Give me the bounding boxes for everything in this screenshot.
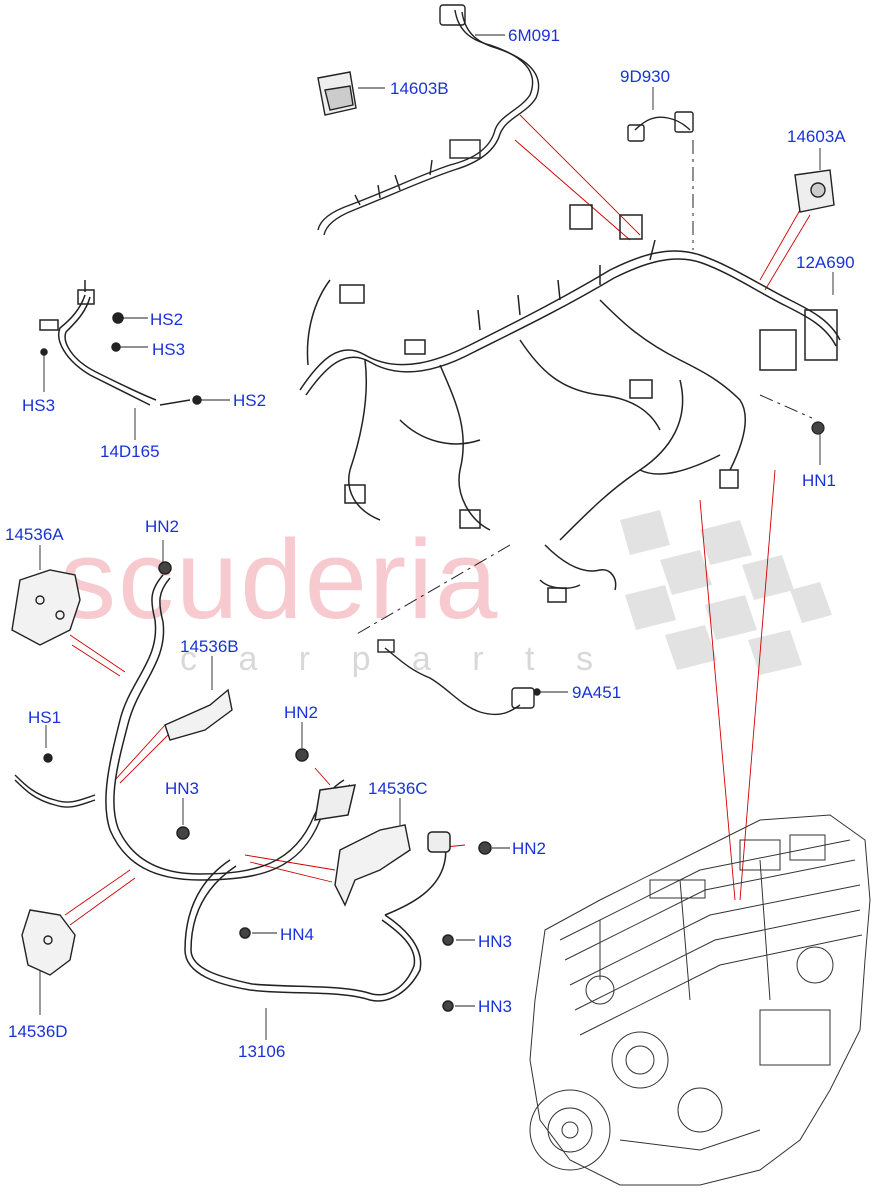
cover-14603a — [794, 169, 835, 213]
label-hn1: HN1 — [802, 471, 837, 490]
bracket-14536d — [21, 909, 76, 976]
label-hs2-low: HS2 — [233, 391, 267, 410]
battery-cable — [105, 561, 356, 881]
cover-14603b — [317, 71, 357, 116]
label-12a690: 12A690 — [796, 253, 855, 272]
sensor-9d930 — [627, 111, 694, 142]
label-hs1: HS1 — [28, 708, 62, 727]
label-9a451: 9A451 — [572, 683, 622, 702]
label-14536a: 14536A — [5, 525, 64, 544]
label-hn3-left: HN3 — [165, 779, 200, 798]
harness-6m091 — [317, 4, 540, 236]
label-14603a: 14603A — [787, 127, 846, 146]
cable-13106 — [176, 748, 492, 1012]
label-14d165: 14D165 — [100, 442, 160, 461]
label-leaders — [39, 34, 834, 1040]
bracket-14536a — [11, 569, 81, 646]
sensor-9a451 — [377, 639, 541, 716]
label-9d930: 9D930 — [620, 67, 671, 86]
label-hs3-right: HS3 — [152, 340, 186, 359]
watermark-wordmark: scuderia — [60, 517, 500, 642]
label-hn2-top: HN2 — [145, 517, 180, 536]
label-hn3-r1: HN3 — [478, 932, 513, 951]
label-14536c: 14536C — [368, 779, 428, 798]
label-14536b: 14536B — [180, 637, 239, 656]
checkered-flag-watermark — [620, 510, 832, 675]
bracket-14536c — [334, 824, 411, 907]
bolt-hn1 — [811, 421, 825, 435]
label-14603b: 14603B — [390, 79, 449, 98]
main-engine-harness — [299, 204, 841, 603]
watermark-subtext: c a r p a r t s — [180, 640, 609, 678]
label-14536d: 14536D — [8, 1022, 68, 1041]
label-6m091: 6M091 — [508, 26, 560, 45]
label-hs3-left: HS3 — [22, 396, 56, 415]
cable-hs1 — [14, 753, 96, 808]
dashed-leaders — [354, 140, 813, 636]
bracket-14536b — [164, 688, 233, 741]
cable-14d165 — [39, 280, 202, 406]
leader-lines — [64, 114, 811, 926]
label-hn2-right: HN2 — [512, 839, 547, 858]
label-hn4: HN4 — [280, 925, 315, 944]
label-13106: 13106 — [238, 1042, 286, 1061]
label-hn3-r2: HN3 — [478, 997, 513, 1016]
engine-block — [529, 814, 871, 1186]
label-hs2-top: HS2 — [150, 310, 184, 329]
label-hn2-mid: HN2 — [284, 703, 319, 722]
